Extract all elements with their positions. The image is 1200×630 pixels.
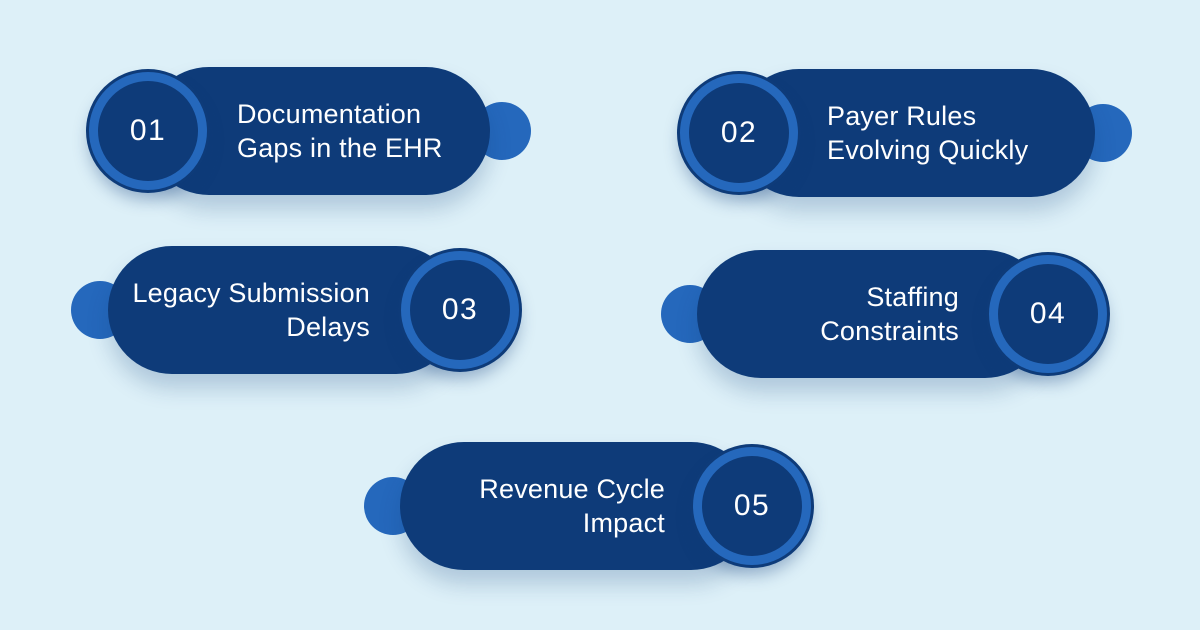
step-number-badge: 04: [989, 255, 1107, 373]
step-number-badge: 03: [401, 251, 519, 369]
step-label: Payer Rules Evolving Quickly: [827, 99, 1028, 167]
step-label-line1: Legacy Submission: [132, 278, 370, 308]
step-number: 04: [1029, 297, 1067, 330]
step-pill: Staffing Constraints: [697, 250, 1049, 378]
step-label-line2: Gaps in the EHR: [237, 133, 443, 163]
step-number: 05: [733, 489, 771, 522]
step-label-line1: Documentation: [237, 99, 422, 129]
step-label-line1: Staffing: [866, 282, 959, 312]
step-label-line2: Delays: [286, 312, 370, 342]
step-number: 01: [129, 114, 167, 147]
step-label: Staffing Constraints: [820, 280, 959, 348]
step-number: 03: [441, 293, 479, 326]
step-number-badge: 02: [680, 74, 798, 192]
step-item-04: Staffing Constraints 04: [660, 245, 1130, 395]
step-label: Revenue Cycle Impact: [479, 472, 665, 540]
step-number: 02: [720, 116, 758, 149]
step-label-line2: Impact: [582, 508, 665, 538]
step-label: Legacy Submission Delays: [132, 276, 370, 344]
step-item-05: Revenue Cycle Impact 05: [360, 437, 830, 587]
step-label: Documentation Gaps in the EHR: [237, 97, 443, 165]
step-number-badge: 05: [693, 447, 811, 565]
step-label-line2: Constraints: [820, 316, 959, 346]
step-label-line1: Payer Rules: [827, 101, 977, 131]
step-item-02: Payer Rules Evolving Quickly 02: [670, 60, 1140, 210]
step-pill: Documentation Gaps in the EHR: [145, 67, 490, 195]
step-item-01: Documentation Gaps in the EHR 01: [80, 60, 550, 210]
step-label-line2: Evolving Quickly: [827, 135, 1029, 165]
step-label-line1: Revenue Cycle: [479, 474, 665, 504]
step-item-03: Legacy Submission Delays 03: [70, 240, 540, 390]
step-number-badge: 01: [89, 72, 207, 190]
